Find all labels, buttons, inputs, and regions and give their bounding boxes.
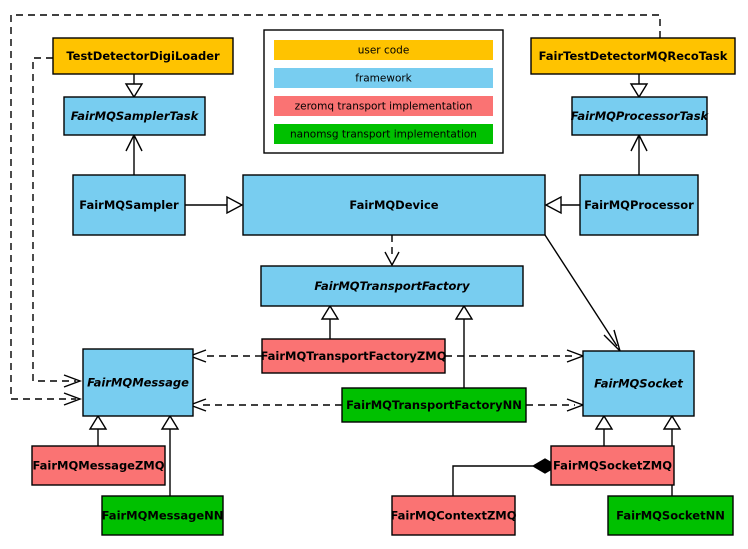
edge-socketzmq-contextzmq	[452, 458, 559, 496]
class-node-FairMQDevice[interactable]: FairMQDevice	[242, 174, 546, 236]
edge-tfzmq-transportfactory	[320, 304, 340, 339]
class-node-FairMQMessageZMQ[interactable]: FairMQMessageZMQ	[31, 445, 166, 486]
class-node-label: FairMQSocketZMQ	[553, 459, 672, 473]
class-node-FairMQMessage[interactable]: FairMQMessage	[82, 348, 194, 417]
class-node-FairMQProcessorTask[interactable]: FairMQProcessorTask	[571, 96, 710, 136]
class-node-label: FairMQTransportFactoryZMQ	[260, 349, 446, 363]
class-node-FairMQSampler[interactable]: FairMQSampler	[72, 174, 186, 236]
legend-label-zeromq: zeromq transport implementation	[295, 101, 473, 113]
legend-swatch-zeromq	[274, 96, 493, 116]
class-node-TestDetectorDigiLoader[interactable]: TestDetectorDigiLoader	[52, 37, 234, 75]
class-node-FairMQTransportFactoryNN[interactable]: FairMQTransportFactoryNN	[341, 387, 527, 423]
legend-item-framework: framework	[274, 68, 493, 88]
edges-layer	[10, 14, 682, 496]
legend-item-user_code: user code	[274, 40, 493, 60]
class-node-label: FairMQContextZMQ	[390, 509, 516, 523]
edge-sampler-device	[185, 195, 244, 215]
legend-label-framework: framework	[355, 73, 412, 85]
class-node-label: FairMQTransportFactoryNN	[346, 398, 522, 412]
edge-processor-processortask	[630, 133, 648, 175]
class-node-label: FairMQSamplerTask	[71, 109, 200, 123]
class-node-label: FairMQTransportFactory	[314, 279, 470, 293]
edge-sampler-samplertask	[125, 133, 143, 175]
class-node-box[interactable]	[31, 445, 166, 486]
edge-digiloader-to-message	[32, 57, 82, 388]
class-node-label: FairMQMessage	[87, 376, 189, 390]
nodes-layer: TestDetectorDigiLoader FairTestDetectorMQ…	[31, 37, 736, 536]
edge-messagezmq-message	[88, 414, 108, 446]
class-node-FairMQSocket[interactable]: FairMQSocket	[582, 350, 695, 417]
class-node-FairMQSocketNN[interactable]: FairMQSocketNN	[607, 495, 734, 536]
class-node-label: FairMQProcessor	[584, 198, 694, 212]
legend-swatch-framework	[274, 68, 493, 88]
class-node-box[interactable]	[571, 96, 708, 136]
class-node-box[interactable]	[242, 174, 546, 236]
class-node-FairMQProcessor[interactable]: FairMQProcessor	[579, 174, 699, 236]
class-node-box[interactable]	[260, 265, 524, 307]
class-node-box[interactable]	[63, 96, 206, 136]
class-node-label: FairTestDetectorMQRecoTask	[539, 49, 728, 63]
class-node-box[interactable]	[72, 174, 186, 236]
edge-device-transportfactory	[384, 235, 400, 267]
edge-processor-device	[544, 195, 580, 215]
class-node-box[interactable]	[341, 387, 527, 423]
legend-item-zeromq: zeromq transport implementation	[274, 96, 493, 116]
legend-swatch-user_code	[274, 40, 493, 60]
class-node-label: FairMQSampler	[79, 198, 179, 212]
edge-recotask-processortask	[629, 74, 649, 99]
class-node-label: FairMQMessageNN	[102, 509, 224, 523]
class-node-FairMQMessageNN[interactable]: FairMQMessageNN	[101, 495, 224, 536]
legend: user code framework zeromq transport imple…	[263, 29, 504, 154]
class-node-label: TestDetectorDigiLoader	[66, 49, 220, 63]
class-node-box[interactable]	[82, 348, 194, 417]
legend-swatch-nanomsg	[274, 124, 493, 144]
class-node-label: FairMQProcessorTask	[571, 109, 710, 123]
class-node-box[interactable]	[550, 445, 675, 486]
edge-tfnn-message	[188, 398, 342, 412]
edge-tfzmq-socket	[445, 349, 585, 363]
class-node-FairMQContextZMQ[interactable]: FairMQContextZMQ	[390, 495, 517, 536]
edge-digiloader-samplertask	[124, 74, 144, 99]
class-node-box[interactable]	[391, 495, 516, 536]
class-node-box[interactable]	[530, 37, 736, 75]
edge-messagenn-message	[160, 414, 180, 496]
edge-recotask-to-message	[10, 14, 661, 406]
edge-device-socket	[544, 234, 622, 354]
class-node-box[interactable]	[579, 174, 699, 236]
legend-label-nanomsg: nanomsg transport implementation	[290, 129, 477, 141]
class-node-label: FairMQMessageZMQ	[32, 459, 164, 473]
class-node-box[interactable]	[261, 338, 446, 374]
class-node-box[interactable]	[582, 350, 695, 417]
class-node-FairMQTransportFactory[interactable]: FairMQTransportFactory	[260, 265, 524, 307]
class-node-FairMQSocketZMQ[interactable]: FairMQSocketZMQ	[550, 445, 675, 486]
legend-item-nanomsg: nanomsg transport implementation	[274, 124, 493, 144]
class-node-label: FairMQSocket	[594, 377, 683, 391]
edge-tfnn-transportfactory	[454, 304, 474, 388]
class-node-label: FairMQSocketNN	[616, 509, 725, 523]
legend-label-user_code: user code	[358, 45, 410, 57]
class-node-box[interactable]	[607, 495, 734, 536]
class-node-FairTestDetectorMQRecoTask[interactable]: FairTestDetectorMQRecoTask	[530, 37, 736, 75]
class-node-FairMQSamplerTask[interactable]: FairMQSamplerTask	[63, 96, 206, 136]
edge-tfzmq-message	[188, 349, 262, 363]
class-node-FairMQTransportFactoryZMQ[interactable]: FairMQTransportFactoryZMQ	[260, 338, 447, 374]
class-node-box[interactable]	[101, 495, 224, 536]
class-node-box[interactable]	[52, 37, 234, 75]
edge-tfnn-socket	[526, 398, 585, 412]
edge-socketzmq-socket	[594, 414, 614, 446]
class-node-label: FairMQDevice	[349, 198, 438, 212]
